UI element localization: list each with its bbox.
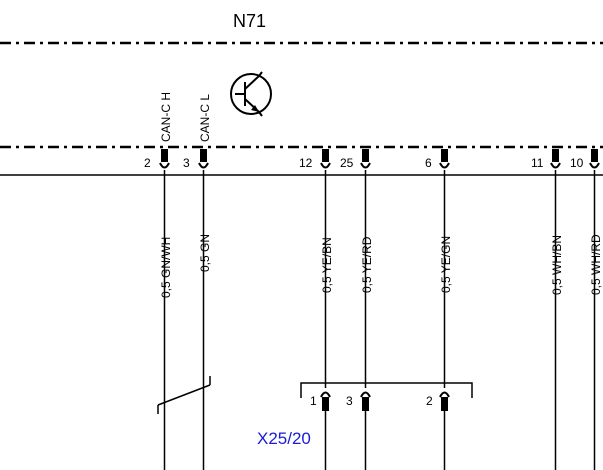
wire-label: 0,5 YE/BN bbox=[320, 237, 334, 293]
connector-pin-number: 2 bbox=[426, 394, 433, 408]
can-l-label: CAN-C L bbox=[198, 94, 212, 142]
pin-number: 12 bbox=[299, 156, 313, 170]
pin-socket bbox=[159, 149, 170, 169]
wire-label: 0,5 YE/RD bbox=[360, 236, 374, 293]
pin-socket bbox=[550, 149, 561, 169]
wires bbox=[163, 170, 596, 470]
connector-pin bbox=[360, 391, 371, 411]
pin-number: 6 bbox=[425, 156, 432, 170]
pin-number: 25 bbox=[340, 156, 354, 170]
connector-pin bbox=[320, 391, 331, 411]
pin-socket bbox=[589, 149, 600, 169]
transistor-icon bbox=[230, 71, 272, 117]
connector-bracket bbox=[300, 382, 473, 398]
pin-socket bbox=[320, 149, 331, 169]
twisted-pair-marker bbox=[157, 376, 211, 414]
connector-pin bbox=[439, 391, 450, 411]
wire-label: 0,5 YE/GN bbox=[439, 236, 453, 293]
pin-number: 3 bbox=[183, 156, 190, 170]
connector-pin-number: 3 bbox=[346, 394, 353, 408]
connector-name: X25/20 bbox=[257, 429, 311, 448]
wire-label: 0,5 WH/RD bbox=[589, 234, 603, 295]
pin-socket bbox=[439, 149, 450, 169]
pin-number: 2 bbox=[144, 156, 151, 170]
pin-number: 10 bbox=[570, 156, 584, 170]
wire-label: 0,5 GN bbox=[198, 234, 212, 272]
wire-label: 0,5 WH/BN bbox=[550, 235, 564, 295]
can-h-label: CAN-C H bbox=[159, 92, 173, 142]
pin-socket bbox=[360, 149, 371, 169]
pin-socket bbox=[198, 149, 209, 169]
wire-label: 0,5 GN/WH bbox=[159, 237, 173, 298]
connector-pin-number: 1 bbox=[310, 394, 317, 408]
pin-number: 11 bbox=[531, 156, 544, 170]
module-pin-sockets bbox=[159, 149, 600, 169]
module-title: N71 bbox=[233, 11, 266, 31]
connector-pins bbox=[320, 391, 450, 411]
